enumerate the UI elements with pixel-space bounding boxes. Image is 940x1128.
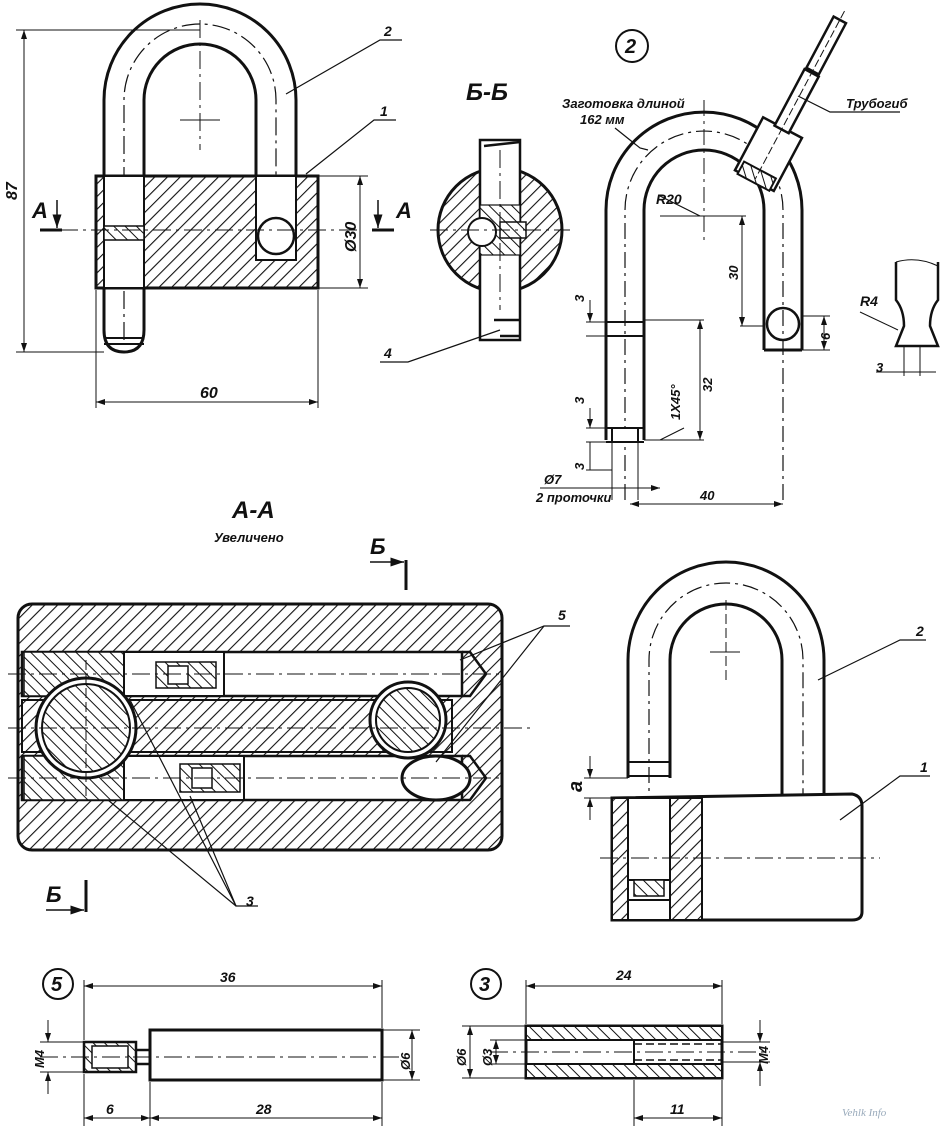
dim-40: 40 xyxy=(699,488,715,503)
tube-bender-label: Трубогиб xyxy=(846,96,908,111)
dim-11: 11 xyxy=(670,1101,685,1117)
shackle-front xyxy=(102,2,298,330)
dim-3-right: 3 xyxy=(876,360,884,375)
section-b-top: Б xyxy=(370,534,386,559)
circle-2-number: 2 xyxy=(624,36,636,58)
dim-6-part5: 6 xyxy=(106,1101,114,1117)
dim-24: 24 xyxy=(615,967,632,983)
dim-a: a xyxy=(565,781,587,792)
section-aa-title: А-А xyxy=(231,497,275,524)
part-2-bending-view xyxy=(540,10,940,507)
part-1-label-view: 1 xyxy=(920,759,928,775)
part-2-label-view: 2 xyxy=(915,623,924,639)
blank-length-line1: Заготовка длиной xyxy=(562,96,685,111)
grooves-label: 2 проточки xyxy=(535,490,612,505)
dim-36: 36 xyxy=(220,969,236,985)
part-2-label-top: 2 xyxy=(383,23,392,39)
section-bb-view xyxy=(380,138,570,363)
dim-m4-part5: M4 xyxy=(32,1049,47,1068)
dim-6-right: 6 xyxy=(818,332,833,340)
part-3-label-section: 3 xyxy=(246,893,254,909)
part-3-sleeve-view xyxy=(462,968,770,1126)
section-bb-title: Б-Б xyxy=(466,79,508,106)
front-view xyxy=(16,2,402,408)
assembled-lock-view xyxy=(584,560,930,922)
part-5-pin-view xyxy=(40,968,420,1126)
r4-label: R4 xyxy=(860,293,878,309)
dim-d3-part3: Ø3 xyxy=(480,1048,495,1066)
part-5-label-section: 5 xyxy=(558,607,566,623)
dim-32: 32 xyxy=(700,377,715,392)
dim-d30: Ø30 xyxy=(343,222,360,252)
dim-m4-part3: M4 xyxy=(756,1045,771,1064)
dim-30: 30 xyxy=(726,265,741,280)
dim-3-upper: 3 xyxy=(572,294,587,302)
dim-87: 87 xyxy=(4,181,21,200)
enlarged-label: Увеличено xyxy=(214,530,284,545)
chamfer-label: 1Х45° xyxy=(668,384,683,420)
section-b-bottom: Б xyxy=(46,882,62,907)
section-a-right: A xyxy=(395,198,412,223)
dim-60: 60 xyxy=(200,385,218,402)
dim-3-middle: 3 xyxy=(572,396,587,404)
circle-5-number: 5 xyxy=(51,974,63,996)
circle-3-number: 3 xyxy=(479,974,490,996)
blank-length-line2: 162 мм xyxy=(580,112,625,127)
dim-d6-part3: Ø6 xyxy=(454,1048,469,1066)
part-1-label-top: 1 xyxy=(380,103,388,119)
r20-label: R20 xyxy=(656,191,682,207)
dim-3-lower: 3 xyxy=(572,462,587,470)
section-a-left: A xyxy=(31,198,48,223)
section-aa-view xyxy=(8,557,570,915)
watermark: Vehlk Info xyxy=(842,1107,887,1119)
dim-d6-part5: Ø6 xyxy=(398,1052,413,1070)
dim-28: 28 xyxy=(255,1101,272,1117)
part-4-label: 4 xyxy=(383,345,392,361)
dim-d7: Ø7 xyxy=(544,472,562,487)
